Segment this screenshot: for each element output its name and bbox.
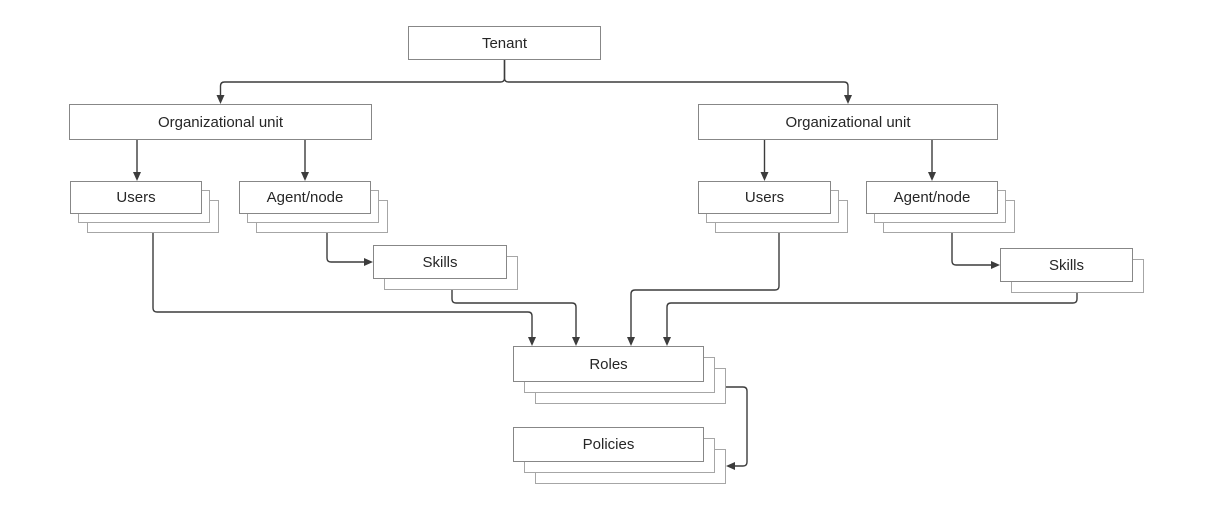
node-label: Agent/node — [266, 189, 344, 206]
edge-skills-left-to-roles — [451, 289, 580, 346]
edge-tenant-to-org-unit-left — [216, 59, 506, 104]
node-agent-node-right: Agent/node — [866, 181, 1015, 233]
node-skills-right: Skills — [1000, 248, 1144, 293]
node-users-left: Users — [70, 181, 219, 233]
node-label: Agent/node — [893, 189, 971, 206]
node-org-unit-right: Organizational unit — [698, 104, 998, 140]
node-users-right: Users — [698, 181, 848, 233]
edge-skills-right-to-roles — [663, 292, 1078, 346]
node-label: Skills — [1048, 256, 1084, 274]
edge-agent-left-to-skills-left — [326, 232, 373, 266]
node-label: Users — [744, 189, 785, 206]
node-label: Organizational unit — [157, 113, 284, 131]
node-policies: Policies — [513, 427, 726, 484]
node-tenant: Tenant — [408, 26, 601, 60]
node-label: Organizational unit — [785, 113, 911, 131]
edge-agent-right-to-skills-right — [951, 232, 1000, 269]
node-label: Roles — [589, 355, 628, 373]
node-roles: Roles — [513, 346, 726, 404]
node-skills-left: Skills — [373, 245, 518, 290]
node-label: Skills — [422, 253, 458, 271]
node-agent-node-left: Agent/node — [239, 181, 388, 233]
edge-tenant-to-org-unit-right — [503, 59, 852, 104]
node-label: Users — [116, 189, 156, 206]
edge-users-left-to-roles — [152, 232, 536, 346]
node-label: Policies — [582, 436, 635, 453]
node-org-unit-left: Organizational unit — [69, 104, 372, 140]
node-label: Tenant — [481, 34, 528, 52]
edge-users-right-to-roles — [627, 232, 780, 346]
edge-roles-to-policies — [725, 386, 748, 470]
